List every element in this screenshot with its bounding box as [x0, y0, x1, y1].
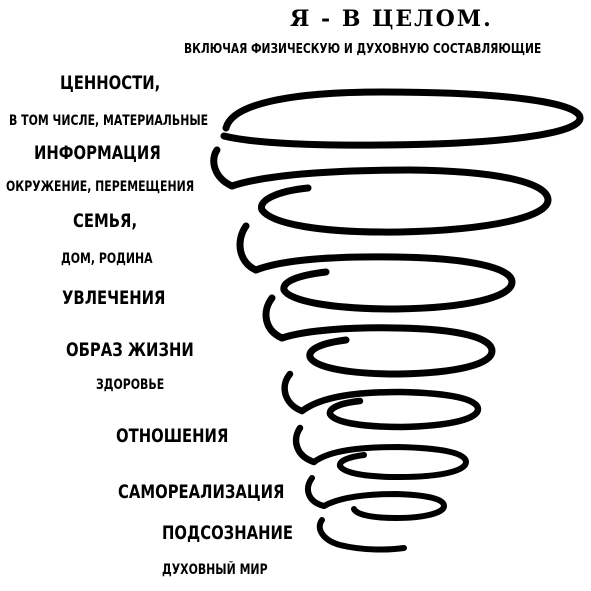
spiral-ring-4 [278, 324, 496, 378]
label-hobbies: УВЛЕЧЕНИЯ [62, 287, 166, 309]
spiral-connector-2 [236, 222, 260, 274]
diagram-title: Я - В ЦЕЛОМ. [290, 6, 493, 32]
label-values: ЦЕННОСТИ, [60, 72, 161, 94]
label-selfrealization: САМОРЕАЛИЗАЦИЯ [118, 481, 285, 503]
label-environment: ОКРУЖЕНИЕ, ПЕРЕМЕЩЕНИЯ [6, 179, 195, 195]
label-information: ИНФОРМАЦИЯ [34, 142, 161, 164]
spiral-tail [316, 517, 407, 553]
label-spiritual: ДУХОВНЫЙ МИР [162, 562, 268, 578]
spiral-ring-2 [228, 166, 552, 236]
spiral-connector-3 [262, 294, 286, 342]
label-health: ЗДОРОВЬЕ [96, 377, 165, 393]
spiral-ring-1 [220, 88, 584, 149]
spiral-connector-5 [292, 424, 318, 466]
label-home: ДОМ, РОДИНА [61, 251, 153, 267]
spiral-ring-3 [252, 253, 516, 313]
diagram-subtitle: ВКЛЮЧАЯ ФИЗИЧЕСКУЮ И ДУХОВНУЮ СОСТАВЛЯЮЩ… [184, 42, 542, 57]
label-material: В ТОМ ЧИСЛЕ, МАТЕРИАЛЬНЫЕ [9, 113, 209, 129]
label-lifestyle: ОБРАЗ ЖИЗНИ [66, 339, 194, 361]
spiral-ring-7 [321, 491, 447, 521]
spiral-connector-6 [305, 475, 327, 509]
spiral-ring-5 [298, 388, 482, 431]
spiral-connector-1 [210, 146, 236, 190]
spiral-ring-6 [311, 444, 469, 480]
label-family: СЕМЬЯ, [73, 210, 138, 232]
spiral-connector-4 [281, 370, 306, 415]
label-relationships: ОТНОШЕНИЯ [116, 425, 229, 447]
label-subconscious: ПОДСОЗНАНИЕ [162, 522, 294, 544]
